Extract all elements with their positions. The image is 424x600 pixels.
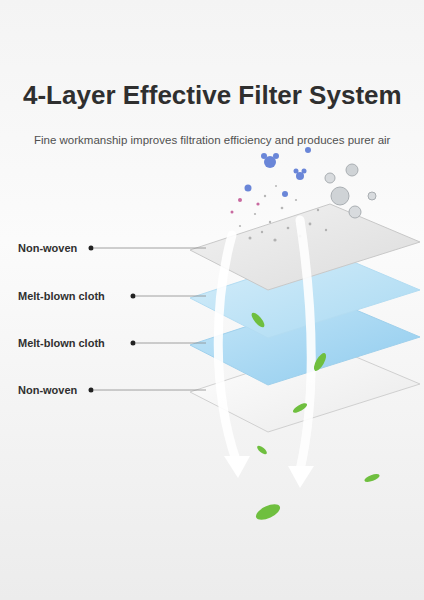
air-arrowhead	[288, 466, 314, 488]
leaves	[250, 311, 381, 523]
leader-dots	[89, 246, 136, 393]
title: 4-Layer Effective Filter System	[23, 80, 402, 111]
subtitle: Fine workmanship improves filtration eff…	[34, 134, 390, 146]
air-arrowhead	[224, 456, 250, 478]
layer-label: Non-woven	[18, 384, 77, 396]
pollutant-bubbles	[325, 164, 376, 218]
dust-particles	[239, 185, 327, 242]
air-flow	[218, 220, 311, 470]
layer-label: Melt-blown cloth	[18, 290, 105, 302]
layer-label: Melt-blown cloth	[18, 337, 105, 349]
layer-label: Non-woven	[18, 242, 77, 254]
pollen-flowers	[245, 147, 312, 197]
pollen-dots	[231, 198, 260, 214]
leader-lines	[94, 248, 206, 390]
